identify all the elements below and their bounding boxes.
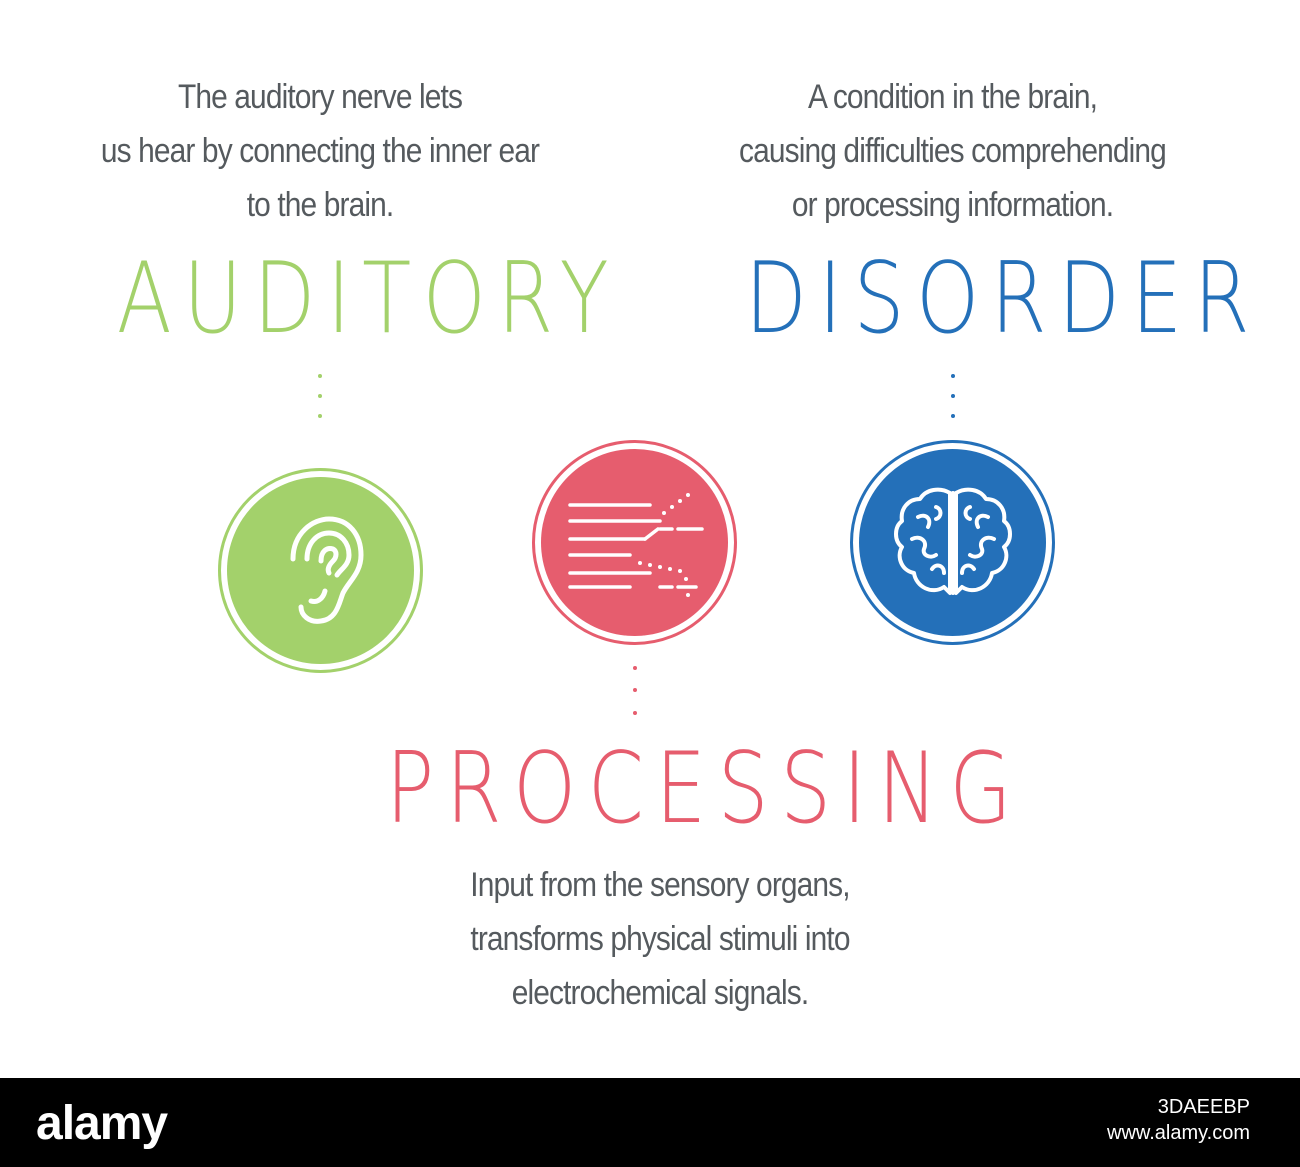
- auditory-circle: [218, 468, 423, 673]
- footer-image-info: 3DAEEBP www.alamy.com: [1107, 1094, 1250, 1146]
- processing-title: PROCESSING: [385, 732, 1024, 846]
- ear-icon: [290, 516, 363, 624]
- auditory-description: The auditory nerve lets us hear by conne…: [100, 78, 540, 224]
- processing-description: Input from the sensory organs, transform…: [470, 866, 850, 1012]
- brain-icon: [893, 487, 1012, 595]
- footer-logo: alamy: [36, 1097, 168, 1150]
- footer-image-id: 3DAEEBP: [1157, 1096, 1250, 1118]
- processing-circle: [532, 440, 737, 645]
- footer-site: www.alamy.com: [1107, 1122, 1250, 1144]
- disorder-circle: [850, 440, 1055, 645]
- disorder-title: DISORDER: [745, 242, 1262, 356]
- footer-bar: alamy 3DAEEBP www.alamy.com: [0, 1078, 1300, 1167]
- auditory-title: AUDITORY: [116, 242, 621, 356]
- disorder-description: A condition in the brain, causing diffic…: [739, 78, 1167, 224]
- signal-lines-icon: [567, 492, 704, 597]
